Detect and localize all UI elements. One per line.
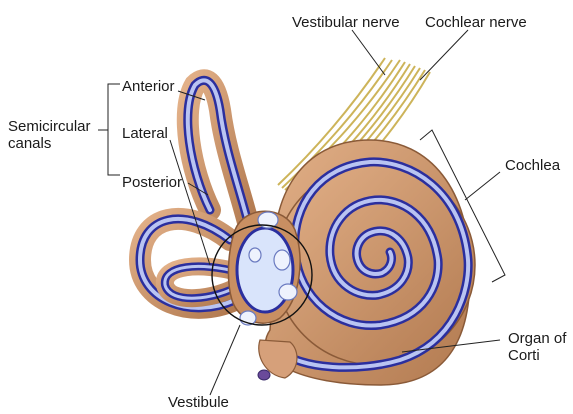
label-lateral: Lateral [122,125,168,142]
label-vestibule: Vestibule [168,394,229,411]
cochlear-nerve-leader [420,30,468,80]
vestibular-nerve-leader [352,30,385,75]
label-semicircular-canals: Semicircular canals [8,118,91,152]
label-posterior: Posterior [122,174,182,191]
label-cochlear-nerve: Cochlear nerve [425,14,527,31]
label-anterior: Anterior [122,78,175,95]
label-cochlea: Cochlea [505,157,560,174]
label-organ-of-corti: Organ of Corti [508,330,566,364]
label-vestibular-nerve: Vestibular nerve [292,14,400,31]
vestibule-leader [210,325,240,395]
semicircular-canals-bracket [98,84,120,175]
cochlea-leader [465,172,500,200]
